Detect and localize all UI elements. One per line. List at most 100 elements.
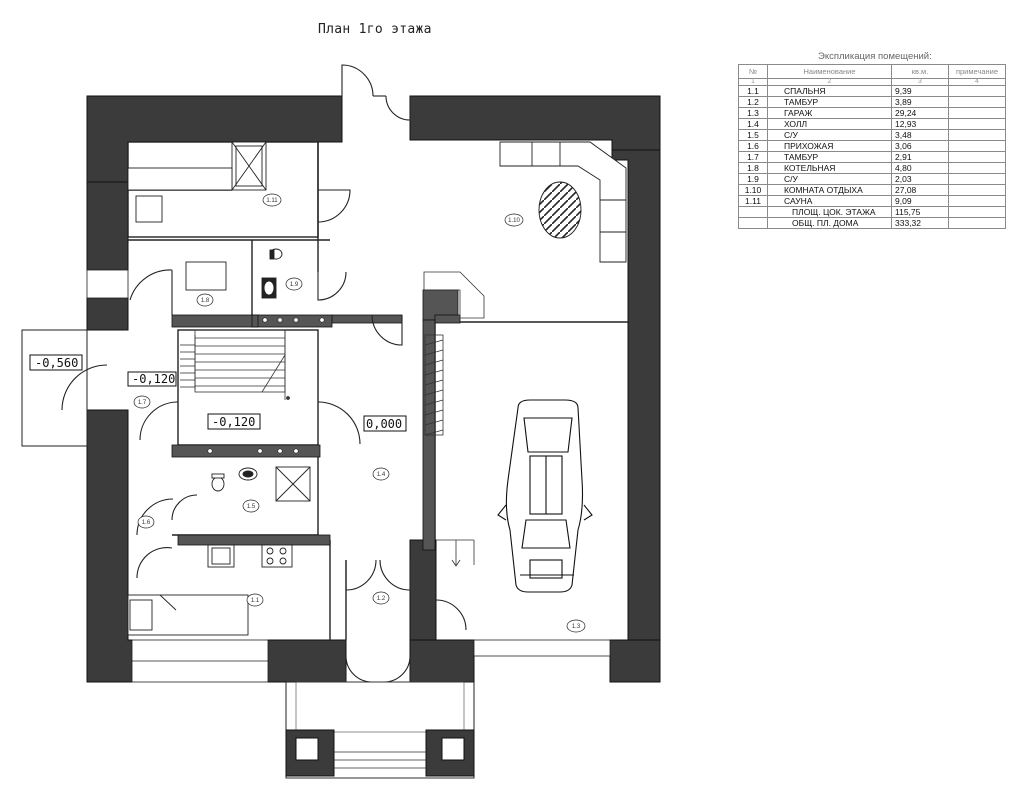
row-number: 1.11 [738,195,768,207]
row-number: 1.9 [738,173,768,185]
wall-strips [171,289,461,551]
row-area: 12,93 [891,118,949,130]
level-vestibule: -0,120 [132,372,175,386]
row-name: ХОЛЛ [767,118,892,130]
row-area: 4,80 [891,162,949,174]
row-number [738,206,768,218]
row-note [948,217,1006,229]
room-label-bedroom: 1.1 [251,598,260,604]
row-name: ПРИХОЖАЯ [767,140,892,152]
porch [21,329,475,779]
row-area: 115,75 [891,206,949,218]
row-note [948,129,1006,141]
room-label-bathroom: 1.5 [247,504,256,510]
table-column-numbers: 1 2 3 4 [738,78,1006,86]
row-note [948,184,1006,196]
row-note [948,206,1006,218]
row-area: 29,24 [891,107,949,119]
row-name: СПАЛЬНЯ [767,85,892,97]
windows [86,269,611,683]
room-label-garage: 1.3 [572,624,581,630]
row-name: С/У [767,129,892,141]
room-label-tambour-side: 1.7 [138,400,147,406]
row-area: 9,09 [891,195,949,207]
explication-table: № Наименование кв.м. примечание 1 2 3 4 … [738,64,1006,229]
row-number: 1.2 [738,96,768,108]
col-num-2: 2 [767,78,892,86]
row-name: ОБЩ. ПЛ. ДОМА [767,217,892,229]
room-label-entry: 1.6 [142,520,151,526]
furniture [127,141,627,636]
header-no: № [738,64,768,79]
room-label-tambour-front: 1.2 [377,596,386,602]
row-name: ГАРАЖ [767,107,892,119]
table-header-row: № Наименование кв.м. примечание [738,64,1006,79]
row-area: 2,91 [891,151,949,163]
row-name: С/У [767,173,892,185]
row-number [738,217,768,229]
row-note [948,96,1006,108]
row-area: 3,06 [891,140,949,152]
level-marks: -0,560 -0,120 -0,120 0,000 [29,354,407,432]
room-numbers: 1.11 1.10 1.8 1.9 1.7 1.4 1.5 1.6 1.1 1.… [138,198,581,630]
header-note: примечание [948,64,1006,79]
col-num-1: 1 [738,78,768,86]
row-name: ТАМБУР [767,96,892,108]
row-name: КОТЕЛЬНАЯ [767,162,892,174]
row-note [948,195,1006,207]
row-number: 1.7 [738,151,768,163]
room-label-sauna: 1.11 [266,198,278,204]
row-number: 1.8 [738,162,768,174]
row-note [948,107,1006,119]
row-area: 9,39 [891,85,949,97]
row-name: КОМНАТА ОТДЫХА [767,184,892,196]
row-note [948,151,1006,163]
room-label-boiler: 1.8 [201,298,210,304]
row-area: 3,89 [891,96,949,108]
row-area: 333,32 [891,217,949,229]
row-note [948,140,1006,152]
level-stair: -0,120 [212,415,255,429]
row-note [948,118,1006,130]
outlet-markers [207,317,325,454]
row-number: 1.10 [738,184,768,196]
row-number: 1.4 [738,118,768,130]
row-number: 1.6 [738,140,768,152]
room-label-lounge: 1.10 [508,218,520,224]
row-number: 1.1 [738,85,768,97]
col-num-4: 4 [948,78,1006,86]
staircase [180,329,290,400]
hall-ladder [423,271,485,567]
row-number: 1.3 [738,107,768,119]
header-area: кв.м. [891,64,949,79]
row-number: 1.5 [738,129,768,141]
row-area: 3,48 [891,129,949,141]
room-markers [133,193,586,633]
exterior-walls [86,95,661,683]
level-porch: -0,560 [35,356,78,370]
row-name: САУНА [767,195,892,207]
row-note [948,173,1006,185]
row-name: ТАМБУР [767,151,892,163]
row-area: 27,08 [891,184,949,196]
room-label-hall: 1.4 [377,472,386,478]
col-num-3: 3 [891,78,949,86]
row-note [948,85,1006,97]
car-icon [497,399,593,593]
room-label-wc: 1.9 [290,282,299,288]
level-hall: 0,000 [366,417,402,431]
